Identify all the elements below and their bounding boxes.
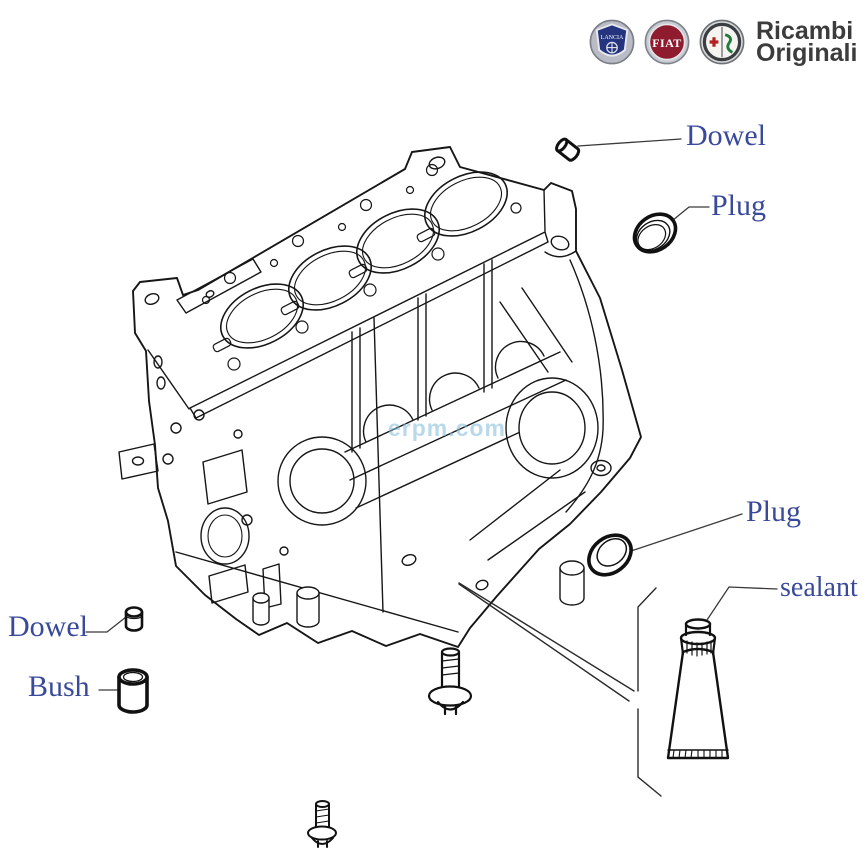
engine-block-drawing: [118, 146, 642, 648]
brand-text-line2: Originali: [756, 39, 858, 67]
brand-header: LANCIA FIAT Ricambi Originali: [588, 18, 857, 66]
callout-dowel-left: Dowel: [8, 610, 88, 643]
lancia-logo: LANCIA: [589, 19, 635, 65]
brand-text-line1: Ricambi: [756, 17, 854, 45]
fiat-logo: FIAT: [644, 19, 690, 65]
brand-text: Ricambi Originali: [756, 17, 858, 67]
bolt-part-1: [427, 647, 473, 716]
bush-part: [117, 668, 149, 714]
bolt-part-2: [307, 800, 337, 848]
callout-plug-top: Plug: [711, 189, 767, 222]
leader-lines: [85, 138, 778, 691]
callout-plug-middle: Plug: [746, 495, 802, 528]
sealant-area-pointer: [458, 582, 635, 702]
lancia-logo-text: LANCIA: [601, 35, 624, 41]
dowel-part-left: [124, 606, 144, 632]
plug-part-top: [632, 212, 678, 254]
dowel-part-top: [555, 137, 581, 162]
alfa-romeo-logo: [699, 19, 745, 65]
fiat-logo-text: FIAT: [652, 36, 681, 50]
callout-sealant: sealant: [780, 572, 858, 603]
callout-bush: Bush: [28, 670, 90, 703]
callout-dowel-top: Dowel: [686, 119, 766, 152]
plug-part-middle: [587, 533, 633, 577]
sealant-bracket: [637, 587, 662, 797]
sealant-tube-part: [666, 618, 730, 760]
